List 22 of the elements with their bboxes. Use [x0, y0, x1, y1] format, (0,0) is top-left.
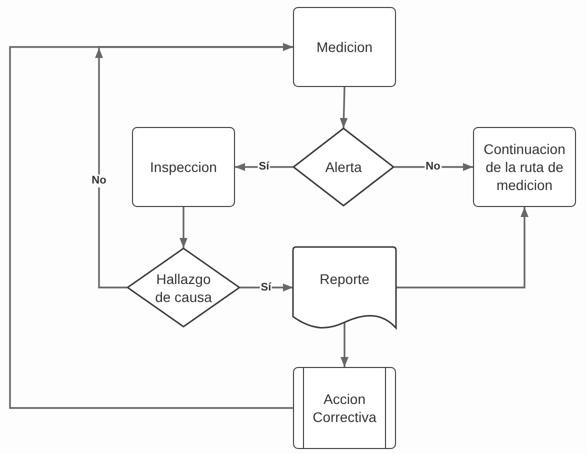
process-box	[473, 127, 576, 207]
step-label: Accion Correctiva	[312, 390, 378, 426]
step-label: Alerta	[325, 158, 362, 176]
step-label: Hallazgo de causa	[154, 270, 213, 306]
edge-label: Sí	[260, 281, 272, 294]
edge-label: No	[90, 174, 108, 188]
document-shape	[293, 247, 396, 328]
process-box	[132, 127, 235, 207]
arrow	[235, 163, 293, 171]
predefined-process-box	[293, 367, 396, 449]
process-box	[293, 7, 396, 87]
step-label: Medicion	[316, 38, 373, 56]
arrow	[340, 86, 348, 128]
step-label: Inspeccion	[150, 158, 217, 176]
decision-diamond	[293, 128, 394, 206]
arrow	[396, 207, 528, 288]
decision-diamond	[127, 248, 240, 327]
arrow	[9, 43, 293, 409]
arrow	[180, 207, 188, 248]
step-label: Reporte	[320, 270, 370, 288]
arrow	[340, 322, 348, 367]
step-label: Continuacion de la ruta de medicion	[482, 140, 566, 194]
